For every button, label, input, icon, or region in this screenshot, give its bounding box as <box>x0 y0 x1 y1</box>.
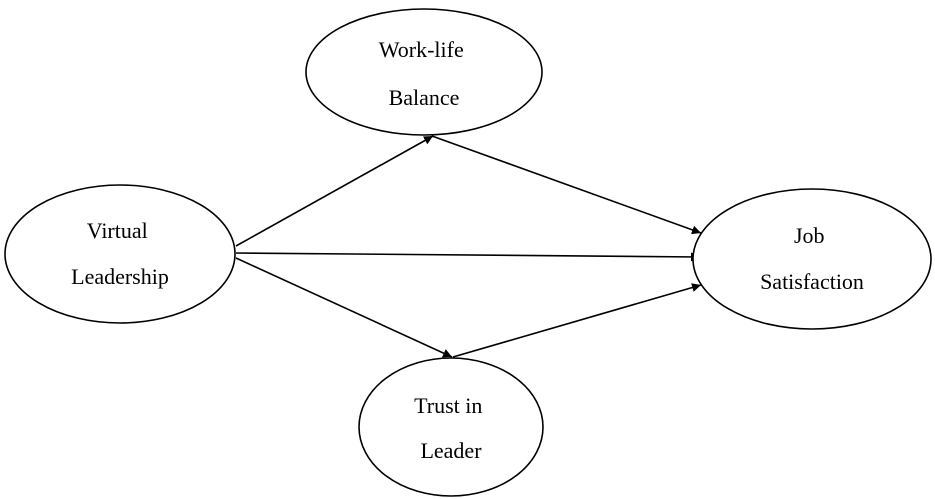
node-work-life-balance-label-line-1: Work-life <box>379 37 464 62</box>
node-virtual-leadership-label-line-2: Leadership <box>71 264 169 289</box>
node-virtual-leadership-ellipse <box>4 184 236 324</box>
node-trust-in-leader-label-line-1: Trust in <box>414 393 482 418</box>
node-job-satisfaction-ellipse <box>692 188 932 330</box>
node-virtual-leadership-label-line-1: Virtual <box>87 218 148 243</box>
node-work-life-balance: Work-life Balance <box>305 8 543 136</box>
node-job-satisfaction-label-line-1: Job <box>794 223 825 248</box>
svg-text:Trust in Leader: Trust in Leader <box>414 393 488 463</box>
node-job-satisfaction: Job Satisfaction <box>692 188 932 330</box>
edge-virtual-leadership-to-work-life-balance <box>235 135 434 247</box>
edges <box>235 135 702 358</box>
edge-work-life-balance-to-job-satisfaction <box>431 135 702 235</box>
edge-virtual-leadership-to-trust-in-leader <box>235 257 453 358</box>
edge-trust-in-leader-to-job-satisfaction <box>452 283 702 358</box>
node-trust-in-leader-label-line-2: Leader <box>420 438 482 463</box>
node-job-satisfaction-label-line-2: Satisfaction <box>760 269 864 294</box>
node-trust-in-leader-ellipse <box>358 357 544 497</box>
node-work-life-balance-ellipse <box>305 8 543 136</box>
edge-virtual-leadership-to-job-satisfaction <box>235 252 701 262</box>
svg-text:Job Satisfaction: Job Satisfaction <box>760 223 864 294</box>
svg-text:Virtual Leadership: Virtual Leadership <box>71 218 169 289</box>
node-work-life-balance-label-line-2: Balance <box>389 85 460 110</box>
node-trust-in-leader: Trust in Leader <box>358 357 544 497</box>
svg-text:Work-life Balance: Work-life Balance <box>379 37 469 110</box>
node-virtual-leadership: Virtual Leadership <box>4 184 236 324</box>
